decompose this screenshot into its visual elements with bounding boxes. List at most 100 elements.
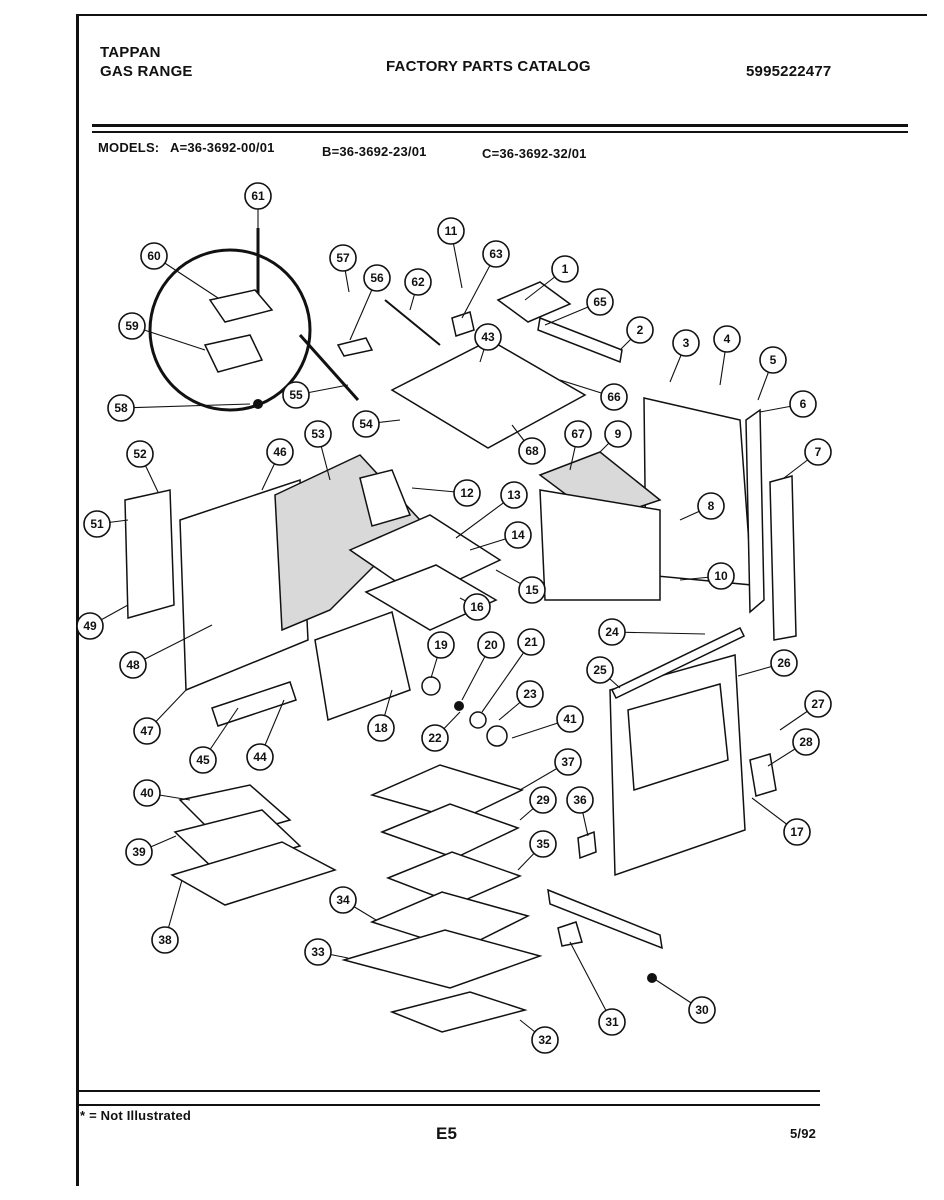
callout-circle	[789, 390, 817, 418]
callout-circle	[551, 255, 579, 283]
callout-circle	[792, 728, 820, 756]
callout-number: 61	[251, 189, 265, 203]
part-27-hinge	[749, 753, 777, 797]
callout-circle	[118, 312, 146, 340]
callout-45: 45	[189, 746, 217, 774]
part-22-knob	[486, 725, 508, 747]
callout-circle	[482, 240, 510, 268]
part-16-plate	[364, 564, 498, 631]
callout-58: 58	[107, 394, 135, 422]
detail-circle-leader	[298, 334, 360, 401]
callout-12: 12	[453, 479, 481, 507]
callout-17: 17	[783, 818, 811, 846]
callout-number: 48	[126, 658, 140, 672]
callout-number: 30	[695, 1003, 709, 1017]
part-18-bezel	[421, 676, 441, 696]
callout-circle	[697, 492, 725, 520]
callout-circle	[688, 996, 716, 1024]
callout-circle	[304, 420, 332, 448]
callout-9: 9	[604, 420, 632, 448]
callout-circle	[352, 410, 380, 438]
callout-number: 35	[536, 837, 550, 851]
part-45-rail	[211, 681, 297, 727]
callout-number: 15	[525, 583, 539, 597]
callout-number: 47	[140, 724, 154, 738]
callout-circle	[151, 926, 179, 954]
callout-30: 30	[688, 996, 716, 1024]
part-34-panel	[341, 929, 543, 989]
callout-1: 1	[551, 255, 579, 283]
callout-circle	[566, 786, 594, 814]
callout-circle	[329, 244, 357, 272]
callout-number: 41	[563, 712, 577, 726]
callout-number: 23	[523, 687, 537, 701]
callout-circle	[586, 656, 614, 684]
callout-circle	[604, 420, 632, 448]
callout-number: 1	[562, 262, 569, 276]
callout-circle	[598, 618, 626, 646]
callout-65: 65	[586, 288, 614, 316]
callout-number: 55	[289, 388, 303, 402]
leader-line-24	[611, 631, 706, 635]
callout-number: 25	[593, 663, 607, 677]
callout-32: 32	[531, 1026, 559, 1054]
callout-number: 4	[724, 332, 731, 346]
callout-number: 9	[615, 427, 622, 441]
callout-circle	[713, 325, 741, 353]
callout-21: 21	[517, 628, 545, 656]
callout-circle	[437, 217, 465, 245]
callout-number: 67	[571, 427, 585, 441]
callout-circle	[76, 612, 104, 640]
callout-3: 3	[672, 329, 700, 357]
callout-circle	[504, 521, 532, 549]
callout-35: 35	[529, 830, 557, 858]
callout-16: 16	[463, 593, 491, 621]
callout-circle	[554, 748, 582, 776]
callout-circle	[463, 593, 491, 621]
callout-number: 11	[445, 224, 458, 238]
callout-number: 33	[311, 945, 325, 959]
part-59-bracket	[203, 334, 264, 373]
callout-number: 22	[428, 731, 442, 745]
part-32-clip	[557, 921, 583, 947]
callout-55: 55	[282, 381, 310, 409]
callout-27: 27	[804, 690, 832, 718]
callout-circle	[564, 420, 592, 448]
callout-number: 2	[637, 323, 644, 337]
detail-circle	[148, 248, 312, 412]
callout-11: 11	[437, 217, 465, 245]
callout-circle	[477, 631, 505, 659]
part-2-strip	[537, 316, 623, 364]
callout-number: 51	[90, 517, 104, 531]
callout-66: 66	[600, 383, 628, 411]
callout-number: 60	[147, 249, 161, 263]
callout-number: 36	[573, 793, 587, 807]
callout-circle	[453, 479, 481, 507]
callout-number: 63	[489, 247, 503, 261]
models-label: MODELS:	[98, 140, 160, 155]
callout-48: 48	[119, 651, 147, 679]
callout-60: 60	[140, 242, 168, 270]
header-rule-top	[92, 124, 908, 127]
leader-line-21	[481, 641, 532, 713]
page-code: E5	[436, 1124, 458, 1143]
callout-20: 20	[477, 631, 505, 659]
not-illustrated-note: * = Not Illustrated	[80, 1108, 192, 1123]
callout-circle	[500, 481, 528, 509]
brand-name: TAPPAN	[100, 44, 161, 61]
callout-56: 56	[363, 264, 391, 292]
part-60-plate	[208, 289, 274, 323]
part-7-strip	[769, 475, 797, 641]
callout-26: 26	[770, 649, 798, 677]
callout-circle	[421, 724, 449, 752]
callout-number: 24	[605, 625, 619, 639]
callout-circle	[125, 838, 153, 866]
callout-44: 44	[246, 743, 274, 771]
callout-43: 43	[474, 323, 502, 351]
part-8-oven-liner	[539, 489, 661, 601]
part-1-cover	[496, 281, 572, 323]
callout-41: 41	[556, 705, 584, 733]
callout-number: 39	[132, 845, 146, 859]
part-29-bracket	[577, 830, 597, 860]
